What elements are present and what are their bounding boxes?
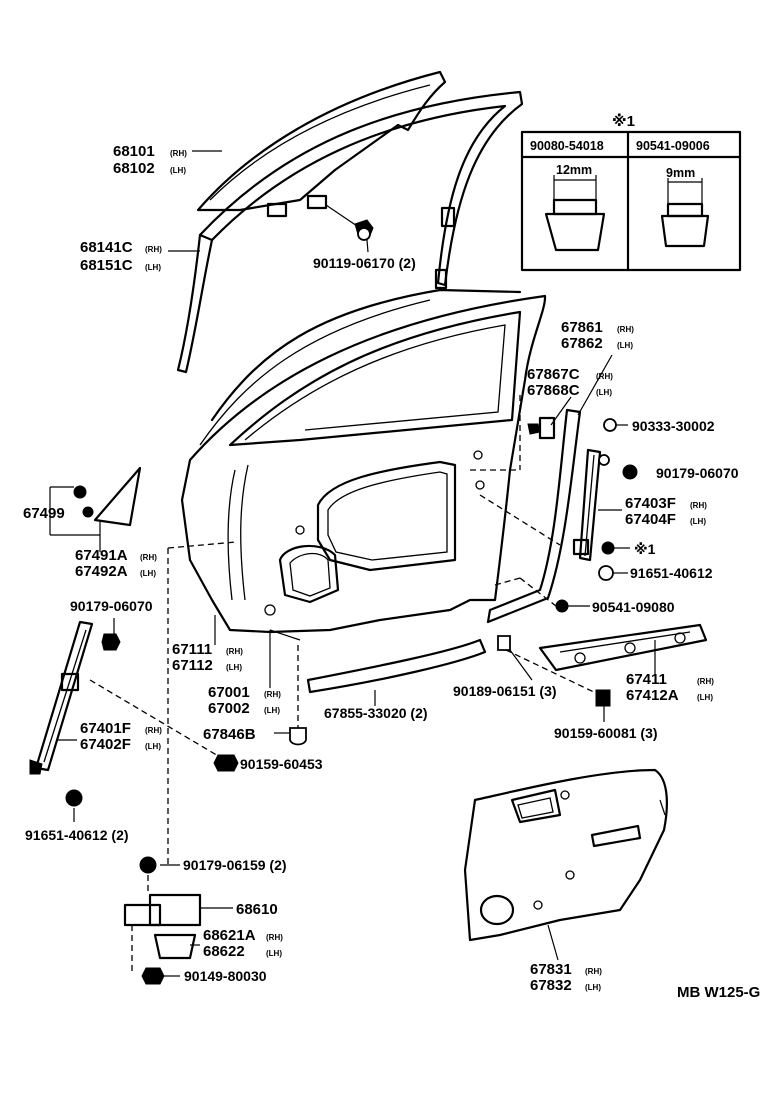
inset-col1-size: 12mm <box>556 163 592 177</box>
belt-molding <box>527 416 556 440</box>
suffix-67412a: (LH) <box>697 693 713 702</box>
label-67111: 67111 <box>172 641 212 658</box>
door-hinge <box>123 856 202 985</box>
suffix-67403f: (RH) <box>690 501 707 510</box>
rear-lower-channel <box>572 448 610 562</box>
label-67002: 67002 <box>208 700 250 717</box>
suffix-67401f: (RH) <box>145 726 162 735</box>
inset-col2-size: 9mm <box>666 166 695 180</box>
suffix-68622: (LH) <box>266 949 282 958</box>
suffix-67491a: (RH) <box>140 553 157 562</box>
weatherstrip <box>486 408 582 624</box>
suffix-67861: (RH) <box>617 325 634 334</box>
label-68151c: 68151C <box>80 257 133 274</box>
label-67862: 67862 <box>561 335 603 352</box>
leader-lines <box>49 150 656 977</box>
inset-col1-part: 90080-54018 <box>530 139 604 153</box>
fastener-inset <box>520 130 742 272</box>
suffix-67867c: (RH) <box>596 372 613 381</box>
label-90159-b: 90159-60081 (3) <box>554 725 658 741</box>
suffix-67868c: (LH) <box>596 388 612 397</box>
label-67846b: 67846B <box>203 726 256 743</box>
suffix-67402f: (LH) <box>145 742 161 751</box>
suffix-67831: (RH) <box>585 967 602 976</box>
label-90189: 90189-06151 (3) <box>453 683 557 699</box>
footer-code: MB W125-G <box>677 984 760 1001</box>
glass-run-channel <box>176 90 524 374</box>
label-68621a: 68621A <box>203 927 256 944</box>
label-90159-a: 90159-60453 <box>240 756 323 772</box>
label-67499: 67499 <box>23 505 65 522</box>
label-90119: 90119-06170 (2) <box>313 255 416 271</box>
suffix-67411: (RH) <box>697 677 714 686</box>
inset-labels: ※1 90080-54018 90541-09006 12mm 9mm <box>530 112 710 180</box>
label-68622: 68622 <box>203 943 245 960</box>
label-67403f: 67403F <box>625 495 676 512</box>
label-67401f: 67401F <box>80 720 131 737</box>
label-67112: 67112 <box>172 657 213 674</box>
fasteners <box>213 418 638 772</box>
glass-channel <box>266 194 374 241</box>
suffix-67002: (LH) <box>264 706 280 715</box>
label-67412a: 67412A <box>626 687 679 704</box>
suffix-67111: (RH) <box>226 647 243 656</box>
front-lower-channel <box>29 620 121 807</box>
door-trim-board <box>463 768 668 942</box>
label-90179-b: 90179-06070 <box>70 598 153 614</box>
label-91651-a: 91651-40612 <box>630 565 713 581</box>
suffix-68621a: (RH) <box>266 933 283 942</box>
label-68610: 68610 <box>236 901 278 918</box>
label-67832: 67832 <box>530 977 572 994</box>
suffix-67862: (LH) <box>617 341 633 350</box>
label-67411: 67411 <box>626 671 667 688</box>
label-91651-b: 91651-40612 (2) <box>25 827 129 843</box>
suffix-68141c: (RH) <box>145 245 162 254</box>
label-67402f: 67402F <box>80 736 131 753</box>
label-67831: 67831 <box>530 961 572 978</box>
suffix-67832: (LH) <box>585 983 601 992</box>
label-68101: 68101 <box>113 143 155 160</box>
label-67001: 67001 <box>208 684 250 701</box>
assembly-dashes <box>89 395 601 865</box>
label-90541: 90541-09080 <box>592 599 675 615</box>
part-labels: 68101 (RH) 68102 (LH) 68141C (RH) 68151C… <box>23 143 760 1001</box>
suffix-67112: (LH) <box>226 663 242 672</box>
label-90149: 90149-80030 <box>184 968 267 984</box>
label-67491a: 67491A <box>75 547 128 564</box>
window-regulator <box>538 623 708 672</box>
suffix-68102: (LH) <box>170 166 186 175</box>
label-67492a: 67492A <box>75 563 128 580</box>
label-90179-a: 90179-06070 <box>656 465 739 481</box>
label-67861: 67861 <box>561 319 603 336</box>
label-68141c: 68141C <box>80 239 133 256</box>
door-glass <box>196 70 447 212</box>
suffix-67492a: (LH) <box>140 569 156 578</box>
label-67855: 67855-33020 (2) <box>324 705 428 721</box>
suffix-68151c: (LH) <box>145 263 161 272</box>
lower-weatherstrip <box>306 638 487 694</box>
label-68102: 68102 <box>113 160 155 177</box>
door-panel <box>180 288 547 634</box>
label-67404f: 67404F <box>625 511 676 528</box>
inset-title: ※1 <box>612 112 635 130</box>
suffix-67404f: (LH) <box>690 517 706 526</box>
label-90179-c: 90179-06159 (2) <box>183 857 287 873</box>
suffix-67001: (RH) <box>264 690 281 699</box>
quarter-trim <box>73 466 142 527</box>
inset-col2-part: 90541-09006 <box>636 139 710 153</box>
label-67867c: 67867C <box>527 366 580 383</box>
label-67868c: 67868C <box>527 382 580 399</box>
suffix-68101: (RH) <box>170 149 187 158</box>
label-90333: 90333-30002 <box>632 418 715 434</box>
label-star1-ref: ※1 <box>634 541 656 557</box>
